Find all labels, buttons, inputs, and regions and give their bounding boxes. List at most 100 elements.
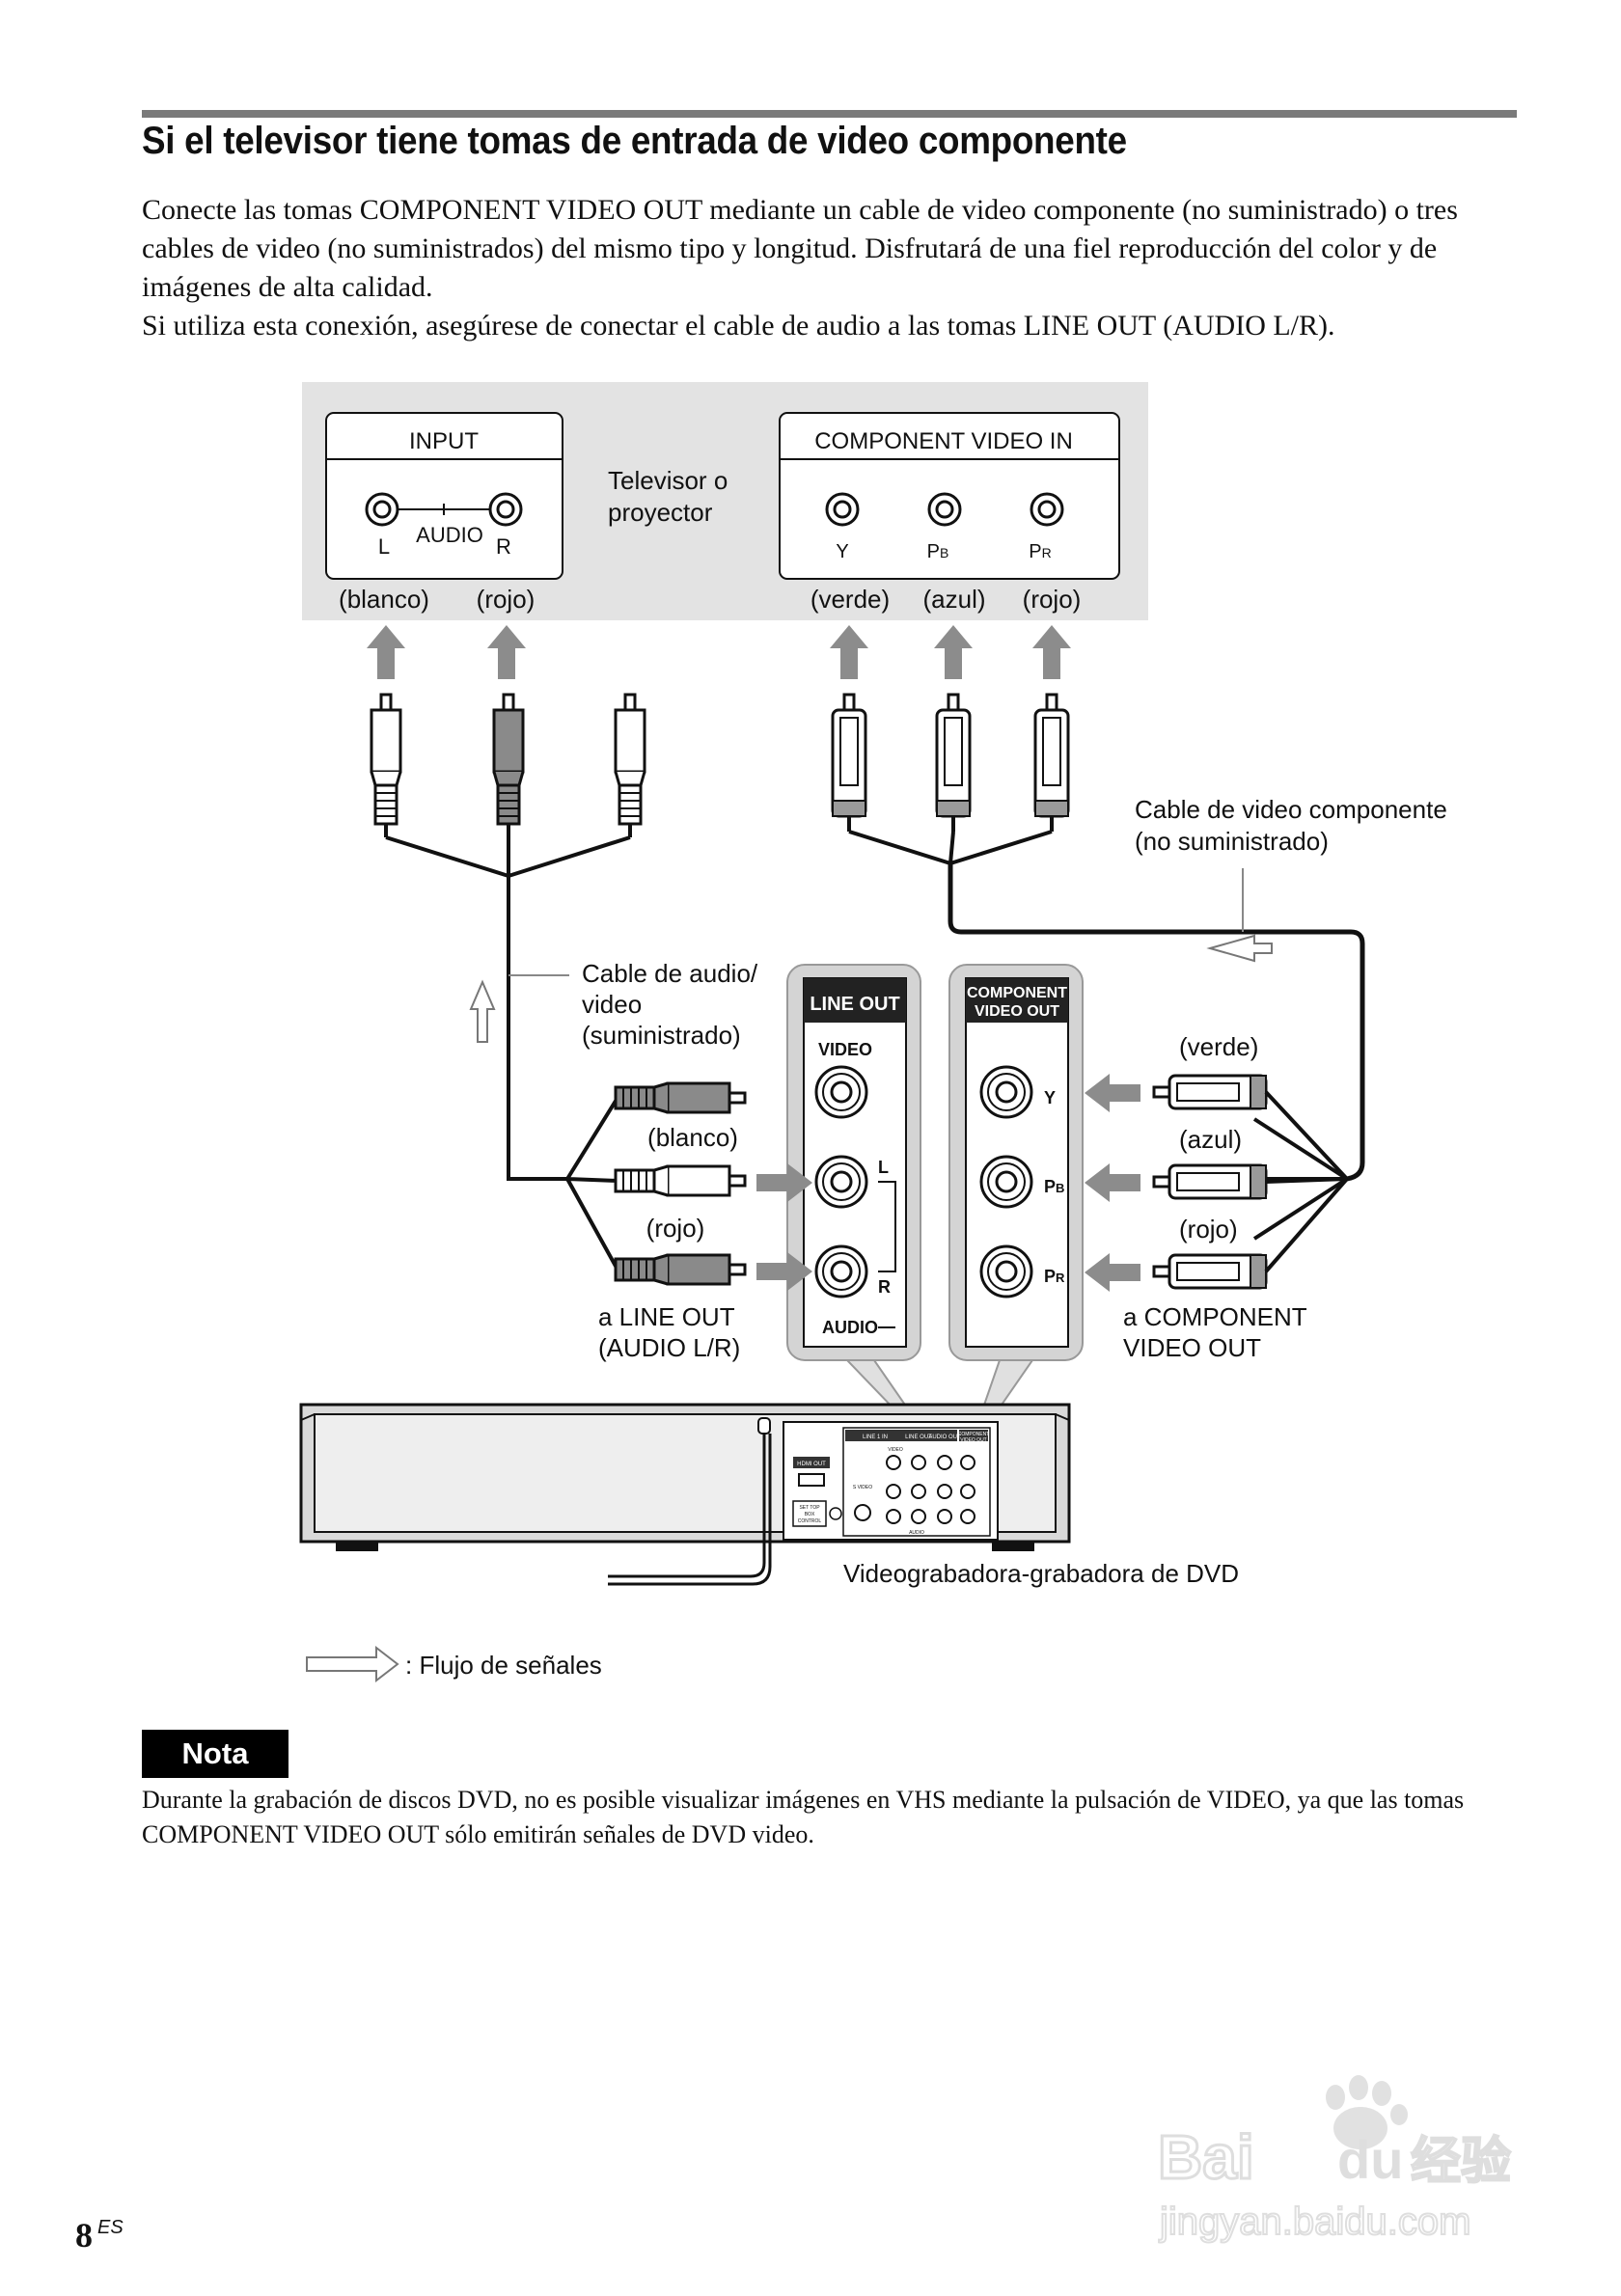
signal-flow-arrow-icon	[469, 979, 496, 1043]
watermark-cn: 经验	[1411, 2133, 1511, 2191]
rca-plug-video	[614, 693, 646, 839]
tv-pr-jack	[1030, 492, 1064, 527]
recorder-line-out: LINE OUT	[905, 1435, 932, 1440]
arrow-up-icon	[830, 625, 868, 679]
tv-pb-label: PB	[927, 541, 949, 562]
note-badge: Nota	[142, 1730, 288, 1778]
watermark-url: jingyan.baidu.com	[1159, 2200, 1470, 2243]
tv-y-label: Y	[836, 541, 848, 562]
component-cable	[948, 863, 1365, 1182]
tv-input-title: INPUT	[409, 428, 479, 454]
arrow-up-icon	[367, 625, 405, 679]
tv-color-azul: (azul)	[922, 585, 985, 614]
page-number: 8	[75, 2216, 93, 2255]
page-language: ES	[97, 2217, 124, 2238]
intro-paragraph-1: Conecte las tomas COMPONENT VIDEO OUT me…	[142, 194, 1458, 303]
component-cable-label-1: Cable de video componente	[1135, 795, 1447, 824]
dvd-recorder: LINE 1 IN LINE OUT AUDIO OUT COMPONENT V…	[299, 1403, 1071, 1586]
audio-cable-label-3: (suministrado)	[582, 1021, 741, 1050]
recorder-s-video: S VIDEO	[853, 1485, 872, 1490]
rca-plug-red	[492, 693, 525, 839]
tv-device-label-2: proyector	[608, 498, 713, 527]
tv-pr-label: PR	[1029, 541, 1051, 562]
left-plug-blanco: (blanco)	[647, 1123, 738, 1152]
recorder-set-top-3: CONTROL	[798, 1518, 822, 1524]
tv-color-blanco: (blanco)	[339, 585, 429, 614]
component-plug-pr-right	[1152, 1253, 1268, 1290]
arrow-left-icon	[1085, 1074, 1140, 1112]
tv-device-label-1: Televisor o	[608, 466, 728, 495]
component-plug-pb-right	[1152, 1163, 1268, 1200]
component-out-pr-label: PR	[1044, 1267, 1065, 1286]
recorder-audio: AUDIO	[909, 1530, 924, 1536]
tv-color-rojo-2: (rojo)	[1023, 585, 1082, 614]
recorder-component-2: VIDEO OUT	[960, 1437, 987, 1443]
right-plug-azul: (azul)	[1179, 1125, 1242, 1154]
tv-color-verde: (verde)	[810, 585, 890, 614]
component-out-title-2: VIDEO OUT	[975, 1003, 1059, 1020]
legend-label: : Flujo de señales	[405, 1651, 602, 1680]
component-out-y-label: Y	[1044, 1088, 1056, 1107]
component-out-title-1: COMPONENT	[967, 985, 1067, 1001]
recorder-audio-out: AUDIO OUT	[928, 1435, 961, 1440]
recorder-label: Videograbadora-grabadora de DVD	[843, 1559, 1239, 1588]
arrow-left-icon	[1085, 1163, 1140, 1202]
line-out-video-jack	[814, 1065, 868, 1119]
tv-audio-label: AUDIO	[416, 523, 483, 547]
right-plug-rojo: (rojo)	[1179, 1215, 1238, 1244]
component-out-pb-jack	[979, 1155, 1033, 1209]
component-plug-blue	[935, 693, 972, 834]
top-rule	[142, 110, 1517, 118]
line-out-video-label: VIDEO	[818, 1040, 872, 1059]
signal-flow-arrow-icon	[1206, 934, 1273, 963]
component-callout	[980, 1359, 1034, 1411]
arrow-left-icon	[1085, 1253, 1140, 1292]
audio-video-cable	[507, 876, 567, 1181]
recorder-set-top-1: SET TOP	[799, 1505, 820, 1511]
to-component-label-1: a COMPONENT	[1123, 1302, 1307, 1331]
line-out-callout	[844, 1359, 911, 1411]
tv-input-box	[325, 412, 563, 580]
line-out-l-label: L	[878, 1158, 889, 1177]
to-line-out-label-1: a LINE OUT	[598, 1302, 735, 1331]
arrow-up-icon	[1032, 625, 1071, 679]
watermark-bai: Bai	[1158, 2122, 1254, 2192]
audio-r-plug-left	[614, 1253, 747, 1286]
recorder-component-1: COMPONENT	[958, 1432, 990, 1437]
line-out-r-label: R	[878, 1277, 891, 1297]
component-out-pr-jack	[979, 1244, 1033, 1298]
tv-r-label: R	[496, 534, 511, 559]
tv-pb-jack	[927, 492, 962, 527]
section-heading: Si el televisor tiene tomas de entrada d…	[142, 120, 1127, 162]
tv-audio-l-jack	[365, 492, 399, 527]
left-plug-rojo: (rojo)	[646, 1214, 705, 1243]
baidu-watermark: Bai du 经验 jingyan.baidu.com	[1157, 2075, 1512, 2244]
line-out-r-jack	[814, 1244, 868, 1298]
to-component-label-2: VIDEO OUT	[1123, 1333, 1261, 1362]
note-text: Durante la grabación de discos DVD, no e…	[142, 1786, 1465, 1848]
paw-logo-icon	[1326, 2075, 1408, 2149]
line-out-title: LINE OUT	[810, 994, 899, 1015]
intro-text: Conecte las tomas COMPONENT VIDEO OUT me…	[142, 191, 1522, 345]
tv-component-title: COMPONENT VIDEO IN	[814, 428, 1073, 454]
component-plug-red	[1033, 693, 1070, 834]
tv-color-rojo: (rojo)	[477, 585, 536, 614]
recorder-video: VIDEO	[888, 1447, 903, 1453]
video-plug-left	[614, 1081, 747, 1114]
tv-l-label: L	[378, 534, 390, 559]
recorder-hdmi: HDMI OUT	[797, 1462, 826, 1467]
component-plug-y-right	[1152, 1074, 1268, 1110]
component-plug-green	[831, 693, 867, 834]
line-out-l-jack	[814, 1155, 868, 1209]
watermark-du: du	[1337, 2129, 1403, 2190]
audio-cable-label-1: Cable de audio/	[582, 959, 758, 988]
signal-flow-legend-icon	[306, 1645, 399, 1683]
right-plug-verde: (verde)	[1179, 1032, 1258, 1061]
audio-cable-label-2: video	[582, 990, 642, 1019]
intro-paragraph-2: Si utiliza esta conexión, asegúrese de c…	[142, 310, 1335, 342]
arrow-up-icon	[934, 625, 973, 679]
line-out-audio-label: AUDIO	[822, 1318, 878, 1337]
tv-y-jack	[825, 492, 860, 527]
component-out-y-jack	[979, 1065, 1033, 1119]
